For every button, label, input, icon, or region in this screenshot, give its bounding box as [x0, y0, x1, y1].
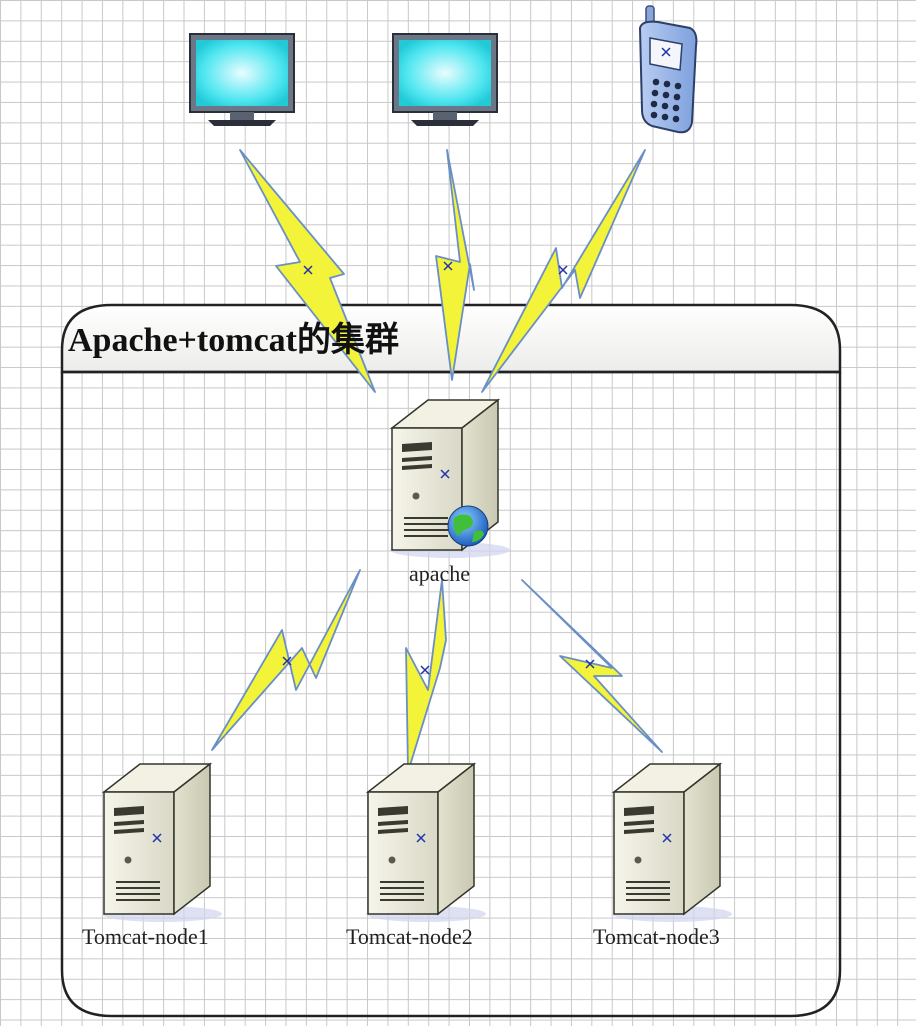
client-mobile-phone-icon	[639, 5, 698, 134]
link-apache-tomcat1	[211, 569, 361, 751]
link-marker-icon	[303, 265, 313, 275]
link-marker-icon	[420, 665, 430, 675]
link-monitor1-apache	[239, 149, 376, 393]
tomcat-node2-label: Tomcat-node2	[346, 924, 473, 949]
link-monitor2-apache	[435, 149, 475, 381]
link-marker-icon	[558, 265, 568, 275]
tomcat-node2-server-icon	[365, 763, 487, 923]
client-monitor-2-icon	[392, 33, 498, 127]
link-marker-icon	[585, 659, 595, 669]
tomcat-node3-label: Tomcat-node3	[593, 924, 720, 949]
apache-label: apache	[409, 561, 471, 586]
globe-icon	[447, 505, 489, 547]
cluster-body	[60, 372, 842, 1018]
cluster-title: Apache+tomcat的集群	[68, 322, 399, 359]
tomcat-node3-server-icon	[611, 763, 733, 923]
tomcat-node1-label: Tomcat-node1	[82, 924, 209, 949]
link-apache-tomcat2	[405, 579, 447, 773]
tomcat-node1-server-icon	[101, 763, 223, 923]
apache-server-icon	[389, 399, 511, 559]
link-marker-icon	[443, 261, 453, 271]
link-apache-tomcat3	[521, 579, 663, 753]
link-marker-icon	[282, 656, 292, 666]
link-phone-apache	[481, 149, 646, 393]
client-monitor-1-icon	[189, 33, 295, 127]
